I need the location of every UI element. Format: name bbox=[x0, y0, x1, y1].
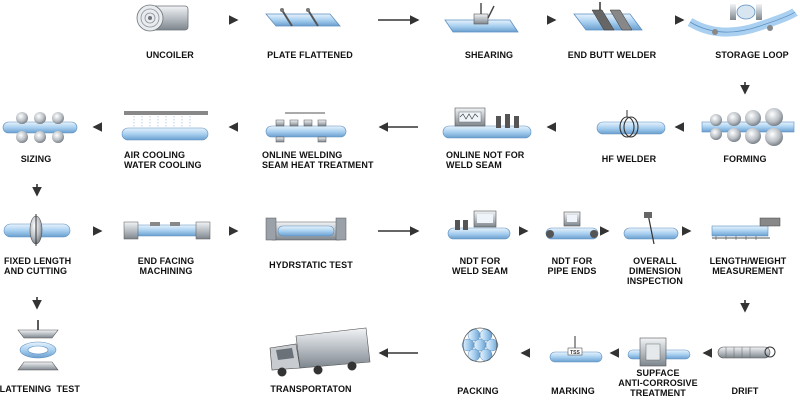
packing-icon bbox=[461, 327, 499, 363]
step-label-online-heat: ONLINE WELDING SEAM HEAT TREATMENT bbox=[262, 150, 374, 170]
step-label-surface: SUPFACE ANTI-CORROSIVE TREATMENT bbox=[618, 368, 698, 398]
step-label-overall-dimension: OVERALL DIMENSION INSPECTION bbox=[626, 256, 684, 286]
step-label-length-weight: LENGTH/WEIGHT MEASUREMENT bbox=[709, 256, 787, 276]
step-label-ndt-weld: NDT FOR WELD SEAM bbox=[452, 256, 508, 276]
step-label-air-cooling: AIR COOLING WATER COOLING bbox=[124, 150, 202, 170]
step-label-flattening: FLATTENING TEST bbox=[0, 384, 80, 394]
step-label-hydrostatic: HYDRSTATIC TEST bbox=[269, 260, 353, 270]
step-label-sizing: SIZING bbox=[20, 154, 52, 164]
ndt-ends-icon bbox=[545, 211, 599, 240]
plate-flattened-icon bbox=[265, 8, 341, 27]
marking-icon: TSS bbox=[549, 336, 603, 363]
heat-treatment-icon bbox=[265, 112, 347, 143]
step-label-marking: MARKING bbox=[551, 386, 595, 396]
end-facing-icon bbox=[123, 221, 211, 240]
marking-tag-text: TSS bbox=[570, 350, 580, 356]
length-weight-icon bbox=[711, 217, 781, 240]
uncoiler-icon bbox=[136, 4, 189, 32]
step-label-shearing: SHEARING bbox=[464, 50, 514, 60]
step-label-packing: PACKING bbox=[457, 386, 499, 396]
cooling-icon bbox=[121, 111, 209, 141]
sizing-icon bbox=[2, 112, 78, 143]
dimension-icon bbox=[623, 212, 679, 245]
step-label-forming: FORMING bbox=[723, 154, 767, 164]
end-butt-welder-icon bbox=[573, 2, 643, 31]
step-label-uncoiler: UNCOILER bbox=[146, 50, 194, 60]
hf-welder-icon bbox=[596, 110, 666, 138]
forming-icon bbox=[701, 108, 795, 146]
step-label-plate-flattened: PLATE FLATTENED bbox=[267, 50, 353, 60]
hydrostatic-icon bbox=[265, 217, 347, 241]
step-label-ndt-ends: NDT FOR PIPE ENDS bbox=[547, 256, 597, 276]
step-label-hf-welder: HF WELDER bbox=[601, 154, 657, 164]
step-label-fixed-length: FIXED LENGTH AND CUTTING bbox=[4, 256, 72, 276]
drift-icon bbox=[717, 346, 776, 359]
storage-loop-icon bbox=[687, 4, 798, 37]
cutting-icon bbox=[3, 214, 71, 246]
step-label-end-butt-welder: END BUTT WELDER bbox=[567, 50, 657, 60]
step-label-transportation: TRANSPORTATON bbox=[270, 384, 352, 394]
step-label-storage-loop: STORAGE LOOP bbox=[715, 50, 789, 60]
shearing-icon bbox=[444, 3, 519, 33]
flattening-icon bbox=[17, 320, 59, 371]
step-label-end-facing: END FACING MACHINING bbox=[137, 256, 195, 276]
step-label-online-ndt: ONLINE NOT FOR WELD SEAM bbox=[446, 150, 525, 170]
online-ndt-icon bbox=[442, 107, 532, 139]
surface-treatment-icon bbox=[627, 337, 691, 367]
truck-icon bbox=[269, 327, 371, 377]
flow-arrows bbox=[32, 15, 750, 358]
step-label-drift: DRIFT bbox=[731, 386, 759, 396]
ndt-weld-icon bbox=[447, 210, 511, 240]
